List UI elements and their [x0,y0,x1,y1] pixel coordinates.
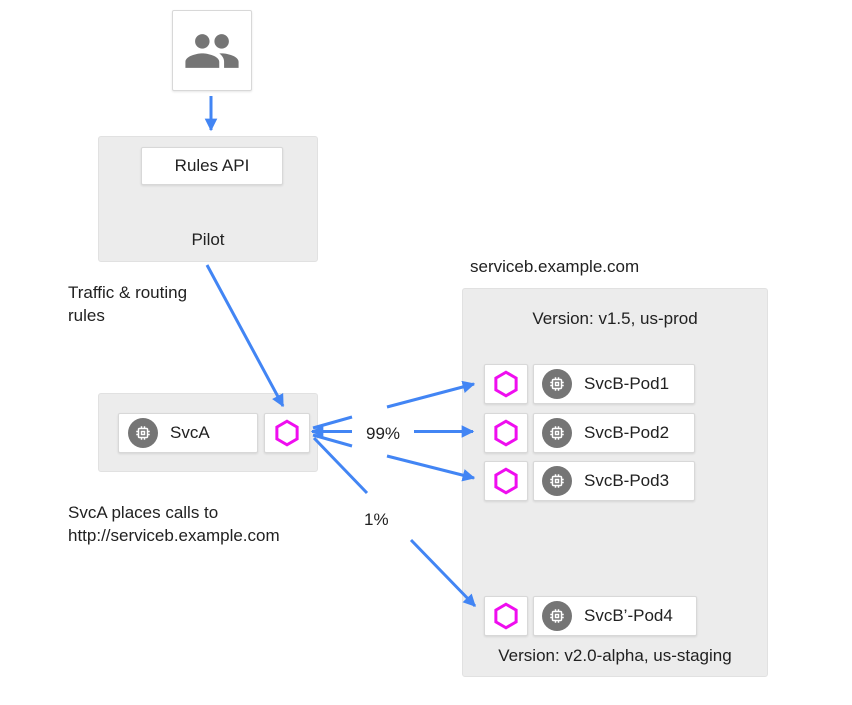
arrow-proxy-to-pod4-seg1 [312,436,369,495]
traffic-split-major-label: 99% [366,424,401,443]
arrow-pilot-to-proxy [205,264,285,408]
pod2-label: SvcB-Pod2 [584,423,670,442]
traffic-rules-line1: Traffic & routing [68,283,188,302]
pod-row-4: SvcB’-Pod4 [484,596,697,636]
chip-icon [542,418,572,448]
svca-box: SvcA [118,413,258,453]
pod1-box: SvcB-Pod1 [533,364,695,404]
svca-calls-line1: SvcA places calls to [68,503,219,522]
arrow-proxy-to-pod1-seg1 [312,415,353,430]
pod4-box: SvcB’-Pod4 [533,596,697,636]
serviceb-group: Version: v1.5, us-prod SvcB-Pod1 SvcB-Po… [462,288,768,677]
envoy-proxy-icon [494,370,518,398]
pod2-box: SvcB-Pod2 [533,413,695,453]
chip-icon [542,466,572,496]
pod-row-3: SvcB-Pod3 [484,461,695,501]
envoy-proxy-icon [494,467,518,495]
chip-icon [542,601,572,631]
svca-group: SvcA [98,393,318,472]
chip-icon [128,418,158,448]
traffic-split-minor-label: 1% [364,510,389,529]
envoy-proxy-icon [494,602,518,630]
svca-calls-note: SvcA places calls to http://serviceb.exa… [68,501,280,547]
pod-row-1: SvcB-Pod1 [484,364,695,404]
rules-api-box: Rules API [141,147,283,185]
svca-label: SvcA [170,423,210,442]
operators-box [172,10,252,91]
traffic-rules-line2: rules [68,306,105,325]
arrow-proxy-to-pod3-seg2 [386,454,476,482]
pod4-label: SvcB’-Pod4 [584,606,673,625]
serviceb-title: serviceb.example.com [470,257,640,276]
rules-api-label: Rules API [174,156,250,175]
pilot-box: Rules API Pilot [98,136,318,262]
envoy-proxy-icon [275,419,299,447]
version-staging-label: Version: v2.0-alpha, us-staging [498,646,732,665]
envoy-proxy-icon [494,419,518,447]
pod3-box: SvcB-Pod3 [533,461,695,501]
pod2-proxy-box [484,413,528,453]
arrow-proxy-to-pod1-seg2 [386,380,476,409]
people-icon [185,33,239,68]
pod3-proxy-box [484,461,528,501]
pod3-label: SvcB-Pod3 [584,471,670,490]
pod1-proxy-box [484,364,528,404]
version-prod-label: Version: v1.5, us-prod [532,309,698,328]
pilot-label: Pilot [191,230,225,249]
svca-proxy-box [264,413,310,453]
pod4-proxy-box [484,596,528,636]
pod-row-2: SvcB-Pod2 [484,413,695,453]
traffic-rules-note: Traffic & routing rules [68,281,187,327]
svca-calls-line2: http://serviceb.example.com [68,526,280,545]
chip-icon [542,369,572,399]
arrow-proxy-to-pod3-seg1 [312,433,353,448]
pod1-label: SvcB-Pod1 [584,374,670,393]
